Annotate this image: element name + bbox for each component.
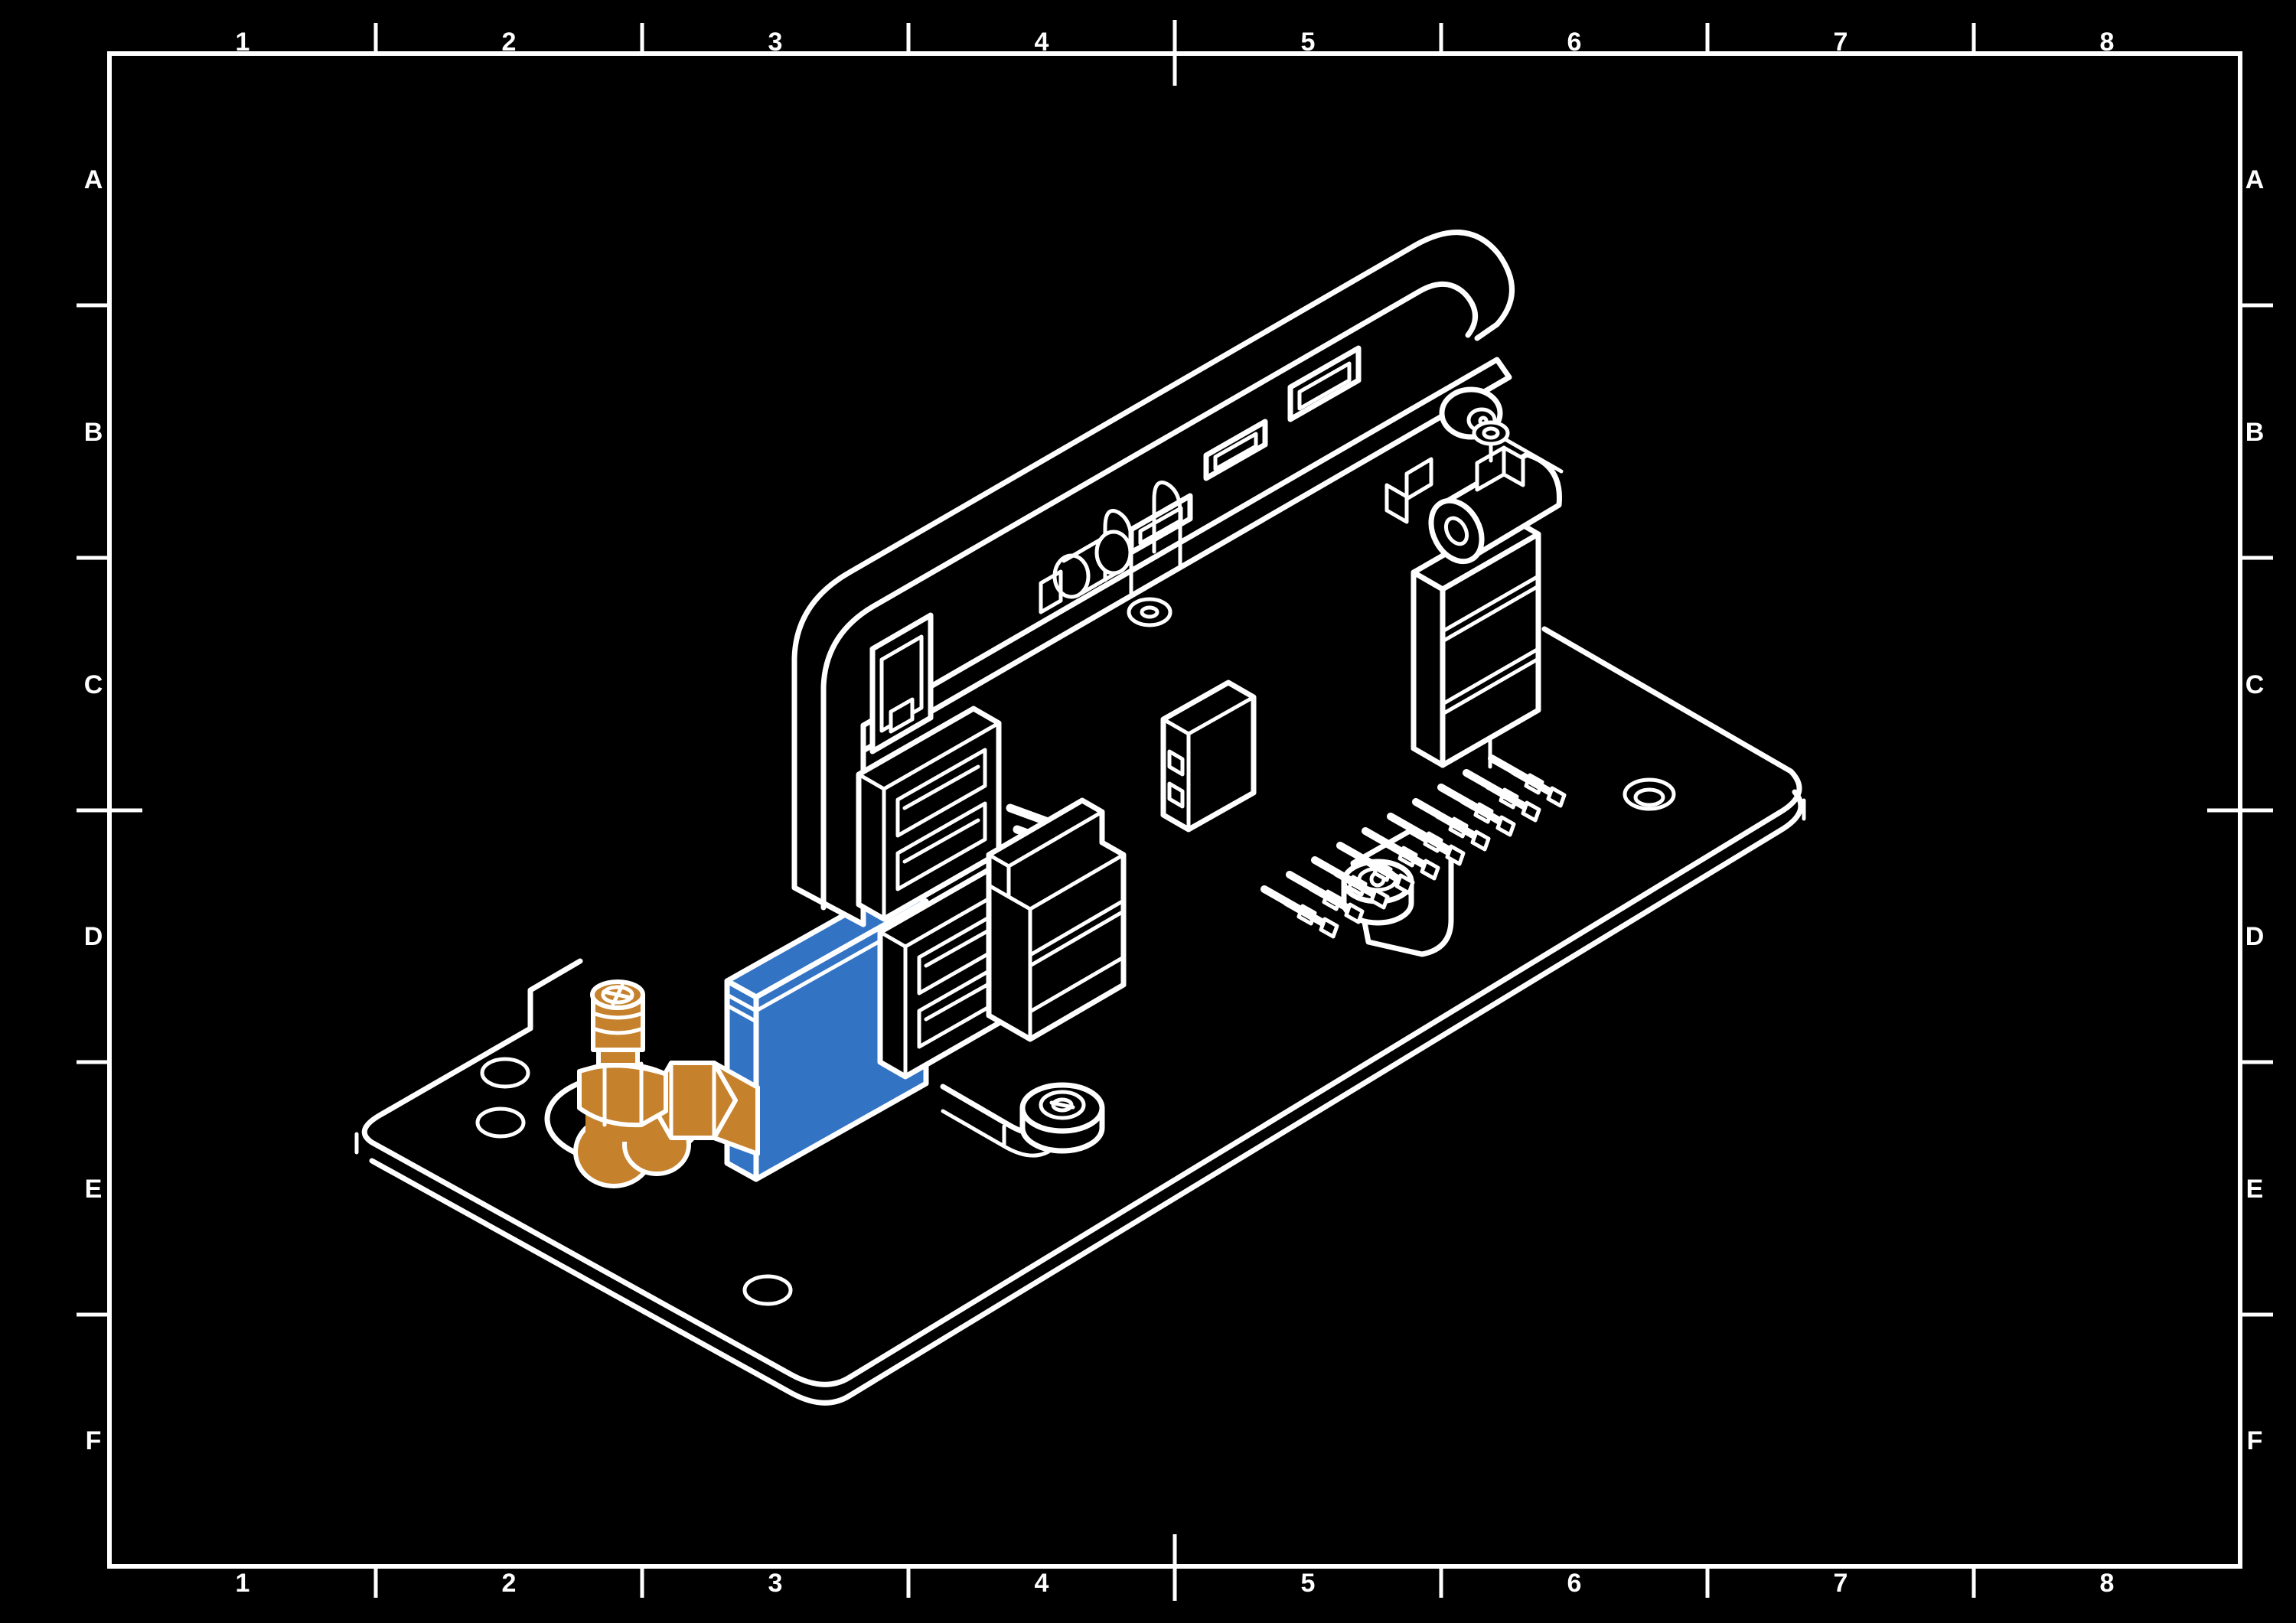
row-label: F — [2247, 1426, 2263, 1455]
valve-mount-tabs — [1384, 445, 1525, 524]
col-label: 7 — [1834, 28, 1848, 57]
row-label: C — [84, 670, 103, 699]
row-label: B — [84, 418, 103, 447]
gpio-pin-header — [1264, 758, 1564, 937]
col-label: 5 — [1301, 1569, 1316, 1598]
relay-module — [986, 797, 1127, 1042]
rj45-port — [869, 612, 934, 754]
row-label: B — [2245, 418, 2265, 447]
col-label: 3 — [768, 1569, 783, 1598]
col-label: 6 — [1567, 28, 1582, 57]
col-label: 4 — [1035, 28, 1049, 57]
row-label: A — [84, 165, 103, 194]
col-label: 6 — [1567, 1569, 1582, 1598]
col-label: 7 — [1834, 1569, 1848, 1598]
row-labels-right: A B C D E F — [2245, 165, 2265, 1455]
ruler-ticks-top — [373, 20, 1976, 86]
row-label: D — [84, 922, 103, 951]
valve-cylinder — [1428, 451, 1562, 565]
brass-elbow-fitting — [573, 979, 760, 1188]
row-label: C — [2245, 670, 2265, 699]
port-cutouts — [1128, 345, 1362, 556]
standoff-left — [1019, 1082, 1105, 1154]
cable-slots — [1039, 481, 1182, 614]
row-label: E — [2246, 1175, 2264, 1204]
row-label: E — [85, 1175, 103, 1204]
solenoid-valve — [1384, 420, 1562, 768]
col-label: 5 — [1301, 28, 1316, 57]
enclosure-case — [791, 230, 1564, 927]
col-label: 1 — [236, 28, 250, 57]
valve-screw — [1472, 420, 1510, 463]
ruler-ticks-bottom — [373, 1534, 1976, 1601]
col-label: 4 — [1035, 1569, 1049, 1598]
column-labels-top: 1 2 3 4 5 6 7 8 — [236, 28, 2115, 57]
base-plate — [354, 626, 1806, 1406]
col-label: 3 — [768, 28, 783, 57]
row-label: D — [2245, 922, 2265, 951]
hex-nut — [577, 1061, 668, 1128]
column-labels-bottom: 1 2 3 4 5 6 7 8 — [236, 1569, 2115, 1598]
col-label: 8 — [2100, 1569, 2115, 1598]
row-labels-left: A B C D E F — [84, 165, 103, 1455]
col-label: 1 — [236, 1569, 250, 1598]
col-label: 2 — [502, 28, 517, 57]
col-label: 2 — [502, 1569, 517, 1598]
screw-cross — [602, 983, 634, 1006]
small-bracket — [1039, 569, 1063, 614]
sd-module — [1160, 680, 1257, 833]
face-washer — [1127, 597, 1172, 627]
row-label: A — [2245, 165, 2265, 194]
ruler-ticks-left — [77, 303, 142, 1317]
drawing-frame: 1 2 3 4 5 6 7 8 1 2 3 4 5 6 7 8 A B C D … — [77, 20, 2273, 1601]
lying-cylinder — [1052, 530, 1133, 599]
row-label: F — [86, 1426, 102, 1455]
ruler-ticks-right — [2207, 303, 2273, 1317]
col-label: 8 — [2100, 28, 2115, 57]
bracket-foot-left — [940, 1082, 1105, 1158]
counterbored-hole — [1623, 777, 1676, 811]
